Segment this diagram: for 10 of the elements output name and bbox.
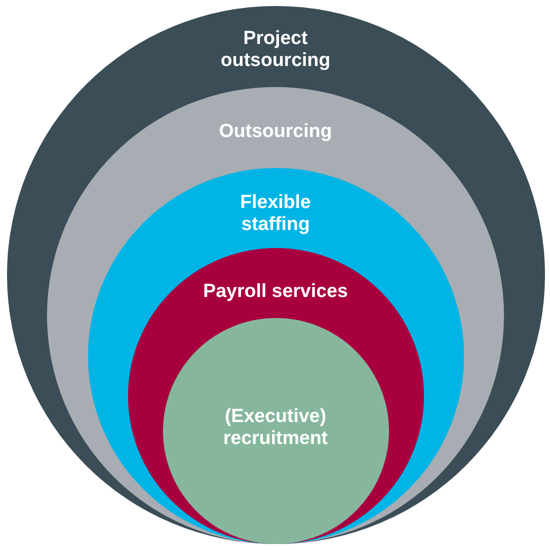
- layer-label: Flexible staffing: [239, 192, 312, 236]
- layer-label: Payroll services: [202, 281, 349, 303]
- circle-layer: [162, 318, 388, 544]
- layer-label: Outsourcing: [218, 121, 333, 143]
- circle-layer: [88, 168, 464, 544]
- layer-label: (Executive) recruitment: [222, 406, 329, 450]
- circle-layer: [47, 87, 504, 544]
- layer-label: Project outsourcing: [220, 28, 332, 72]
- circle-layer: [128, 248, 424, 544]
- circle-layer: [6, 6, 544, 544]
